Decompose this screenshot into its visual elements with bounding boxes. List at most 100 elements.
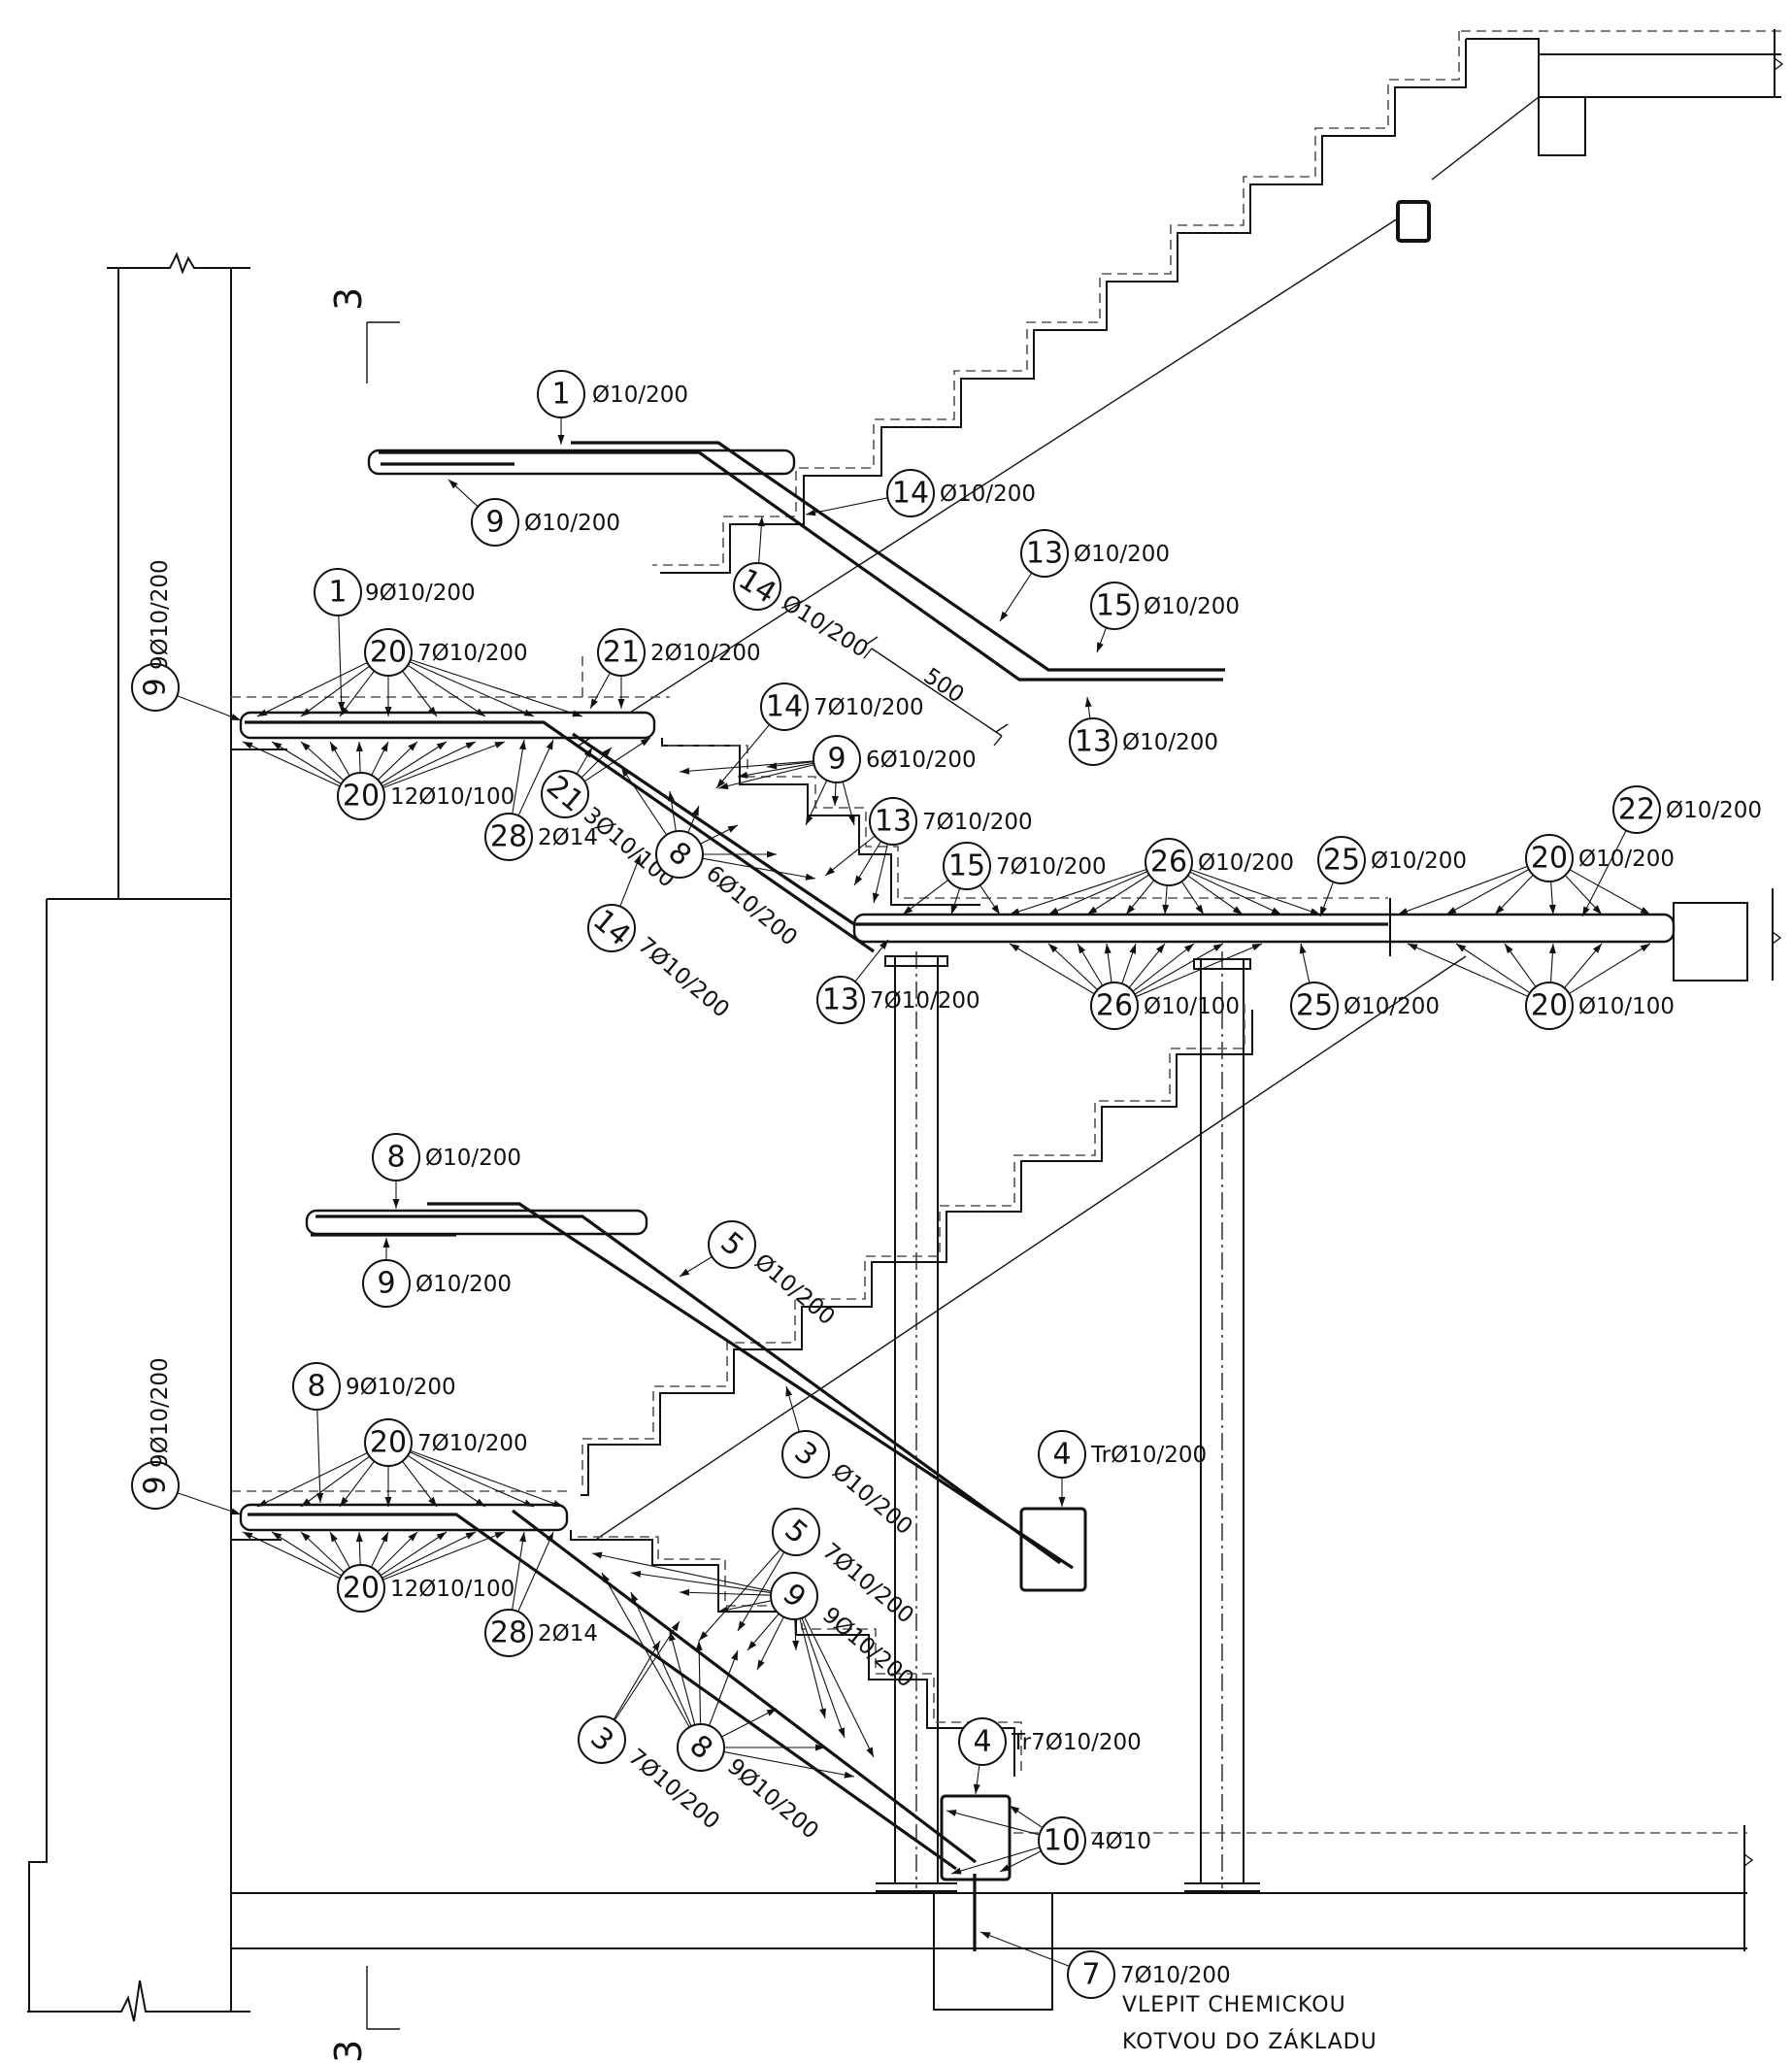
leader-arrow <box>698 1548 781 1642</box>
callout-spec: 12Ø10/100 <box>390 784 514 810</box>
leader-arrow <box>1190 869 1321 915</box>
leader-arrow <box>1180 881 1205 915</box>
callout-spec: Ø10/200 <box>778 590 873 663</box>
callout-spec: 7Ø10/200 <box>633 933 734 1023</box>
callout-number: 20 <box>1531 989 1568 1023</box>
callout-number: 21 <box>603 636 640 670</box>
leader-arrow <box>630 1570 772 1594</box>
leader-arrow <box>617 676 625 709</box>
callout-number: 22 <box>1618 793 1655 827</box>
leader-arrow <box>854 939 889 982</box>
leader-arrow <box>316 1409 324 1504</box>
leader-arrow <box>409 1451 535 1508</box>
leader-arrow <box>1162 884 1170 915</box>
leader-arrow <box>329 741 350 777</box>
dimension-value: 500 <box>919 663 969 708</box>
leader-arrow <box>402 1460 438 1508</box>
dimension-500: 500 <box>863 636 1009 747</box>
callout-spec: 2Ø10/200 <box>650 641 761 666</box>
callout-bubble <box>364 628 413 677</box>
callout-number: 25 <box>1323 844 1360 878</box>
callout-number: 14 <box>766 690 803 724</box>
leader-arrow <box>242 741 341 787</box>
callout-number: 8 <box>307 1370 325 1404</box>
leader-arrow <box>1058 1478 1066 1507</box>
leader-arrow <box>329 1531 350 1569</box>
leader-arrow <box>1125 880 1155 915</box>
callout-bubble <box>1317 836 1366 884</box>
leader-arrow <box>1104 943 1112 983</box>
callout-bubble <box>708 1220 756 1269</box>
leader-arrow <box>589 672 611 710</box>
leader-arrow <box>177 695 242 721</box>
leader-arrow <box>679 1588 772 1596</box>
leader-arrow <box>999 572 1033 622</box>
leader-arrow <box>557 417 565 445</box>
leader-arrow <box>1128 943 1166 988</box>
leader-arrow <box>1009 943 1095 995</box>
leader-arrow <box>695 1640 703 1725</box>
callout-bubble <box>816 976 865 1024</box>
leader-arrow <box>382 741 506 789</box>
callout-spec: 2Ø14 <box>538 1621 598 1647</box>
leader-arrow <box>1121 943 1137 984</box>
leader-arrow <box>512 1531 526 1611</box>
callout-spec: 9Ø10/200 <box>148 1357 173 1468</box>
callout-number: 20 <box>343 1572 380 1606</box>
leader-arrow <box>805 497 888 516</box>
callout-bubble <box>337 772 385 820</box>
callout-number: 9 <box>827 743 846 777</box>
leader-arrow <box>1299 943 1311 983</box>
callout-bubble <box>781 1430 830 1479</box>
leader-arrow <box>517 1531 554 1613</box>
leader-arrow <box>902 880 949 915</box>
leader-arrow <box>756 1616 784 1671</box>
callout-bubble <box>362 1259 411 1308</box>
leader-arrow <box>1134 943 1224 995</box>
leader-arrow <box>831 782 839 807</box>
leader-arrow <box>271 1531 342 1577</box>
callout-number: 26 <box>1150 846 1187 880</box>
leader-arrow <box>1581 830 1627 917</box>
leader-arrow <box>717 764 814 790</box>
callout-spec: 7Ø10/200 <box>417 1431 528 1456</box>
leader-arrow <box>256 662 368 717</box>
leader-arrow <box>1096 627 1108 653</box>
callout-number: 1 <box>551 378 570 412</box>
callout-number: 13 <box>875 805 912 839</box>
callout-spec: Ø10/200 <box>415 1272 512 1297</box>
leader-arrow <box>382 741 477 787</box>
callout-number: 15 <box>1096 589 1133 623</box>
callout-bubble <box>1090 582 1139 630</box>
callout-number: 4 <box>973 1725 991 1759</box>
leader-arrow <box>300 741 345 782</box>
leader-arrow <box>583 737 651 782</box>
leader-arrow <box>687 805 700 833</box>
leader-arrow <box>1504 943 1537 987</box>
callout-21: 21 2Ø10/200 <box>597 628 761 677</box>
callout-bubble <box>1612 785 1661 834</box>
callout-bubble <box>813 735 861 783</box>
leader-arrow <box>377 1531 418 1573</box>
leader-arrow <box>679 1256 713 1278</box>
leader-arrow <box>785 1385 800 1433</box>
callout-bubble <box>337 1564 385 1613</box>
callout-bubble <box>869 797 917 846</box>
leader-arrow <box>384 1466 392 1507</box>
callout-spec: Ø10/200 <box>524 511 620 536</box>
note-line-2: KOTVOU DO ZÁKLADU <box>1122 2029 1377 2054</box>
